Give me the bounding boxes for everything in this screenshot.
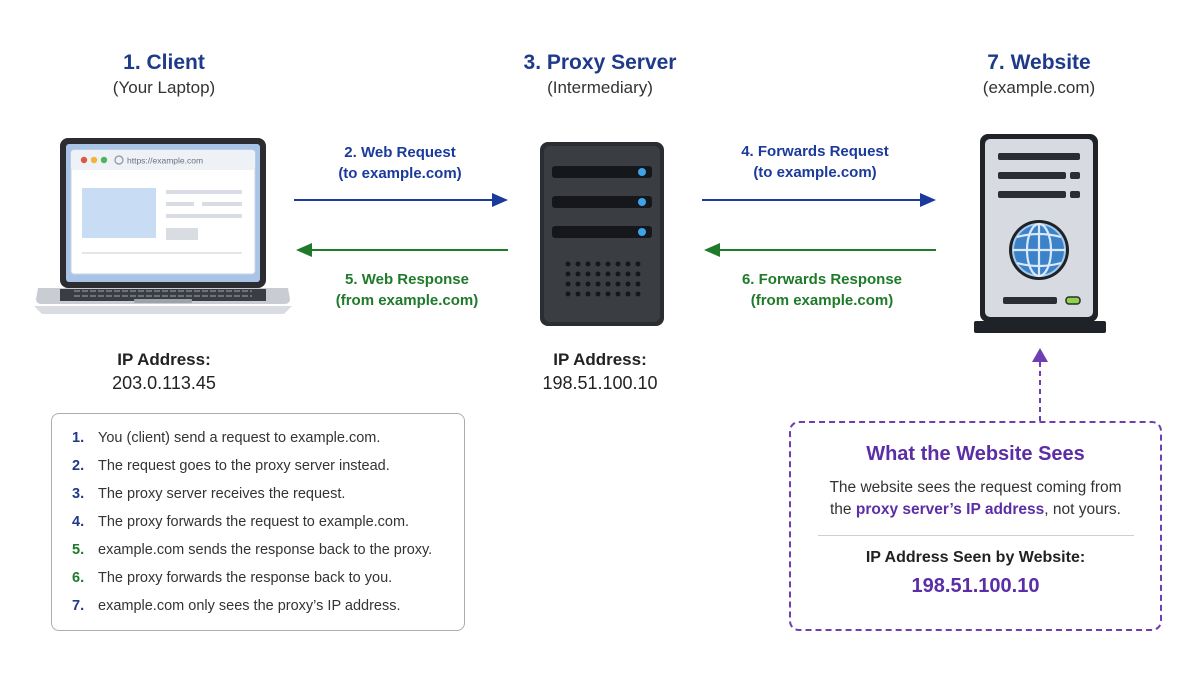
client-title: 1. Client	[123, 51, 205, 74]
client-ip-label: IP Address:	[117, 350, 211, 369]
website-server-icon	[974, 134, 1106, 333]
seen-ip-value: 198.51.100.10	[911, 575, 1040, 597]
step-item: 6. The proxy forwards the response back t…	[72, 570, 464, 598]
forwards-response-line1: 6. Forwards Response	[741, 271, 903, 288]
forwards-request-line2: (to example.com)	[753, 164, 877, 181]
forwards-response-label: 6. Forwards Response (from example.com)	[707, 269, 937, 311]
server-icon	[540, 142, 664, 326]
web-response-line1: 5. Web Response	[345, 271, 469, 288]
step-item: 3. The proxy server receives the request.	[72, 486, 464, 514]
description-prefix: the	[830, 501, 852, 518]
web-request-line2: (to example.com)	[338, 165, 462, 182]
client-subtitle: (Your Laptop)	[112, 78, 216, 97]
globe-icon	[1009, 220, 1069, 280]
web-request-label: 2. Web Request (to example.com)	[300, 142, 500, 184]
forwards-response-arrow	[704, 243, 936, 257]
what-website-sees-box: What the Website Sees The website sees t…	[789, 421, 1162, 631]
proxy-subtitle: (Intermediary)	[547, 78, 653, 97]
web-response-arrow	[296, 243, 508, 257]
website-title: 7. Website	[987, 51, 1091, 74]
forwards-response-line2: (from example.com)	[750, 292, 894, 309]
proxy-ip-value: 198.51.100.10	[542, 373, 658, 393]
step-number: 7.	[72, 598, 85, 614]
description-line2: the proxy server’s IP address, not yours…	[791, 499, 1160, 521]
website-sees-connector	[1032, 348, 1048, 422]
step-text: example.com sends the response back to t…	[98, 542, 433, 558]
step-text: The proxy forwards the response back to …	[98, 570, 393, 586]
description-highlight: proxy server’s IP address	[855, 501, 1045, 518]
what-website-sees-title: What the Website Sees	[866, 443, 1085, 465]
description-line1: The website sees the request coming from	[829, 479, 1122, 496]
step-text: The proxy forwards the request to exampl…	[98, 514, 410, 530]
steps-box: 1. You (client) send a request to example…	[51, 413, 465, 631]
forwards-request-line1: 4. Forwards Request	[741, 143, 889, 160]
divider	[817, 535, 1134, 536]
step-number: 6.	[72, 570, 85, 586]
step-number: 4.	[72, 514, 85, 530]
proxy-title: 3. Proxy Server	[523, 51, 677, 74]
description-suffix: , not yours.	[1044, 501, 1121, 518]
step-text: The proxy server receives the request.	[98, 486, 346, 502]
step-number: 1.	[72, 430, 85, 446]
web-request-line1: 2. Web Request	[344, 144, 456, 161]
step-number: 5.	[72, 542, 85, 558]
step-text: example.com only sees the proxy’s IP add…	[98, 598, 401, 614]
step-item: 2. The request goes to the proxy server i…	[72, 458, 464, 486]
step-text: The request goes to the proxy server ins…	[98, 458, 390, 474]
what-website-sees-description: The website sees the request coming from…	[791, 477, 1160, 521]
web-response-label: 5. Web Response (from example.com)	[292, 269, 522, 311]
step-item: 5. example.com sends the response back to…	[72, 542, 464, 570]
step-number: 2.	[72, 458, 85, 474]
forwards-request-label: 4. Forwards Request (to example.com)	[700, 141, 930, 183]
proxy-ip-label: IP Address:	[553, 350, 647, 369]
web-request-arrow	[294, 193, 508, 207]
steps-list: 1. You (client) send a request to example…	[52, 414, 464, 626]
step-item: 4. The proxy forwards the request to exam…	[72, 514, 464, 542]
step-item: 7. example.com only sees the proxy’s IP a…	[72, 598, 464, 626]
web-response-line2: (from example.com)	[335, 292, 479, 309]
step-number: 3.	[72, 486, 85, 502]
client-ip-value: 203.0.113.45	[112, 373, 216, 393]
step-text: You (client) send a request to example.c…	[98, 430, 381, 446]
step-item: 1. You (client) send a request to example…	[72, 430, 464, 458]
website-subtitle: (example.com)	[982, 78, 1096, 97]
forwards-request-arrow	[702, 193, 936, 207]
browser-url: https://example.com	[127, 156, 203, 166]
seen-ip-label: IP Address Seen by Website:	[865, 549, 1086, 566]
laptop-icon: https://example.com	[34, 138, 292, 314]
